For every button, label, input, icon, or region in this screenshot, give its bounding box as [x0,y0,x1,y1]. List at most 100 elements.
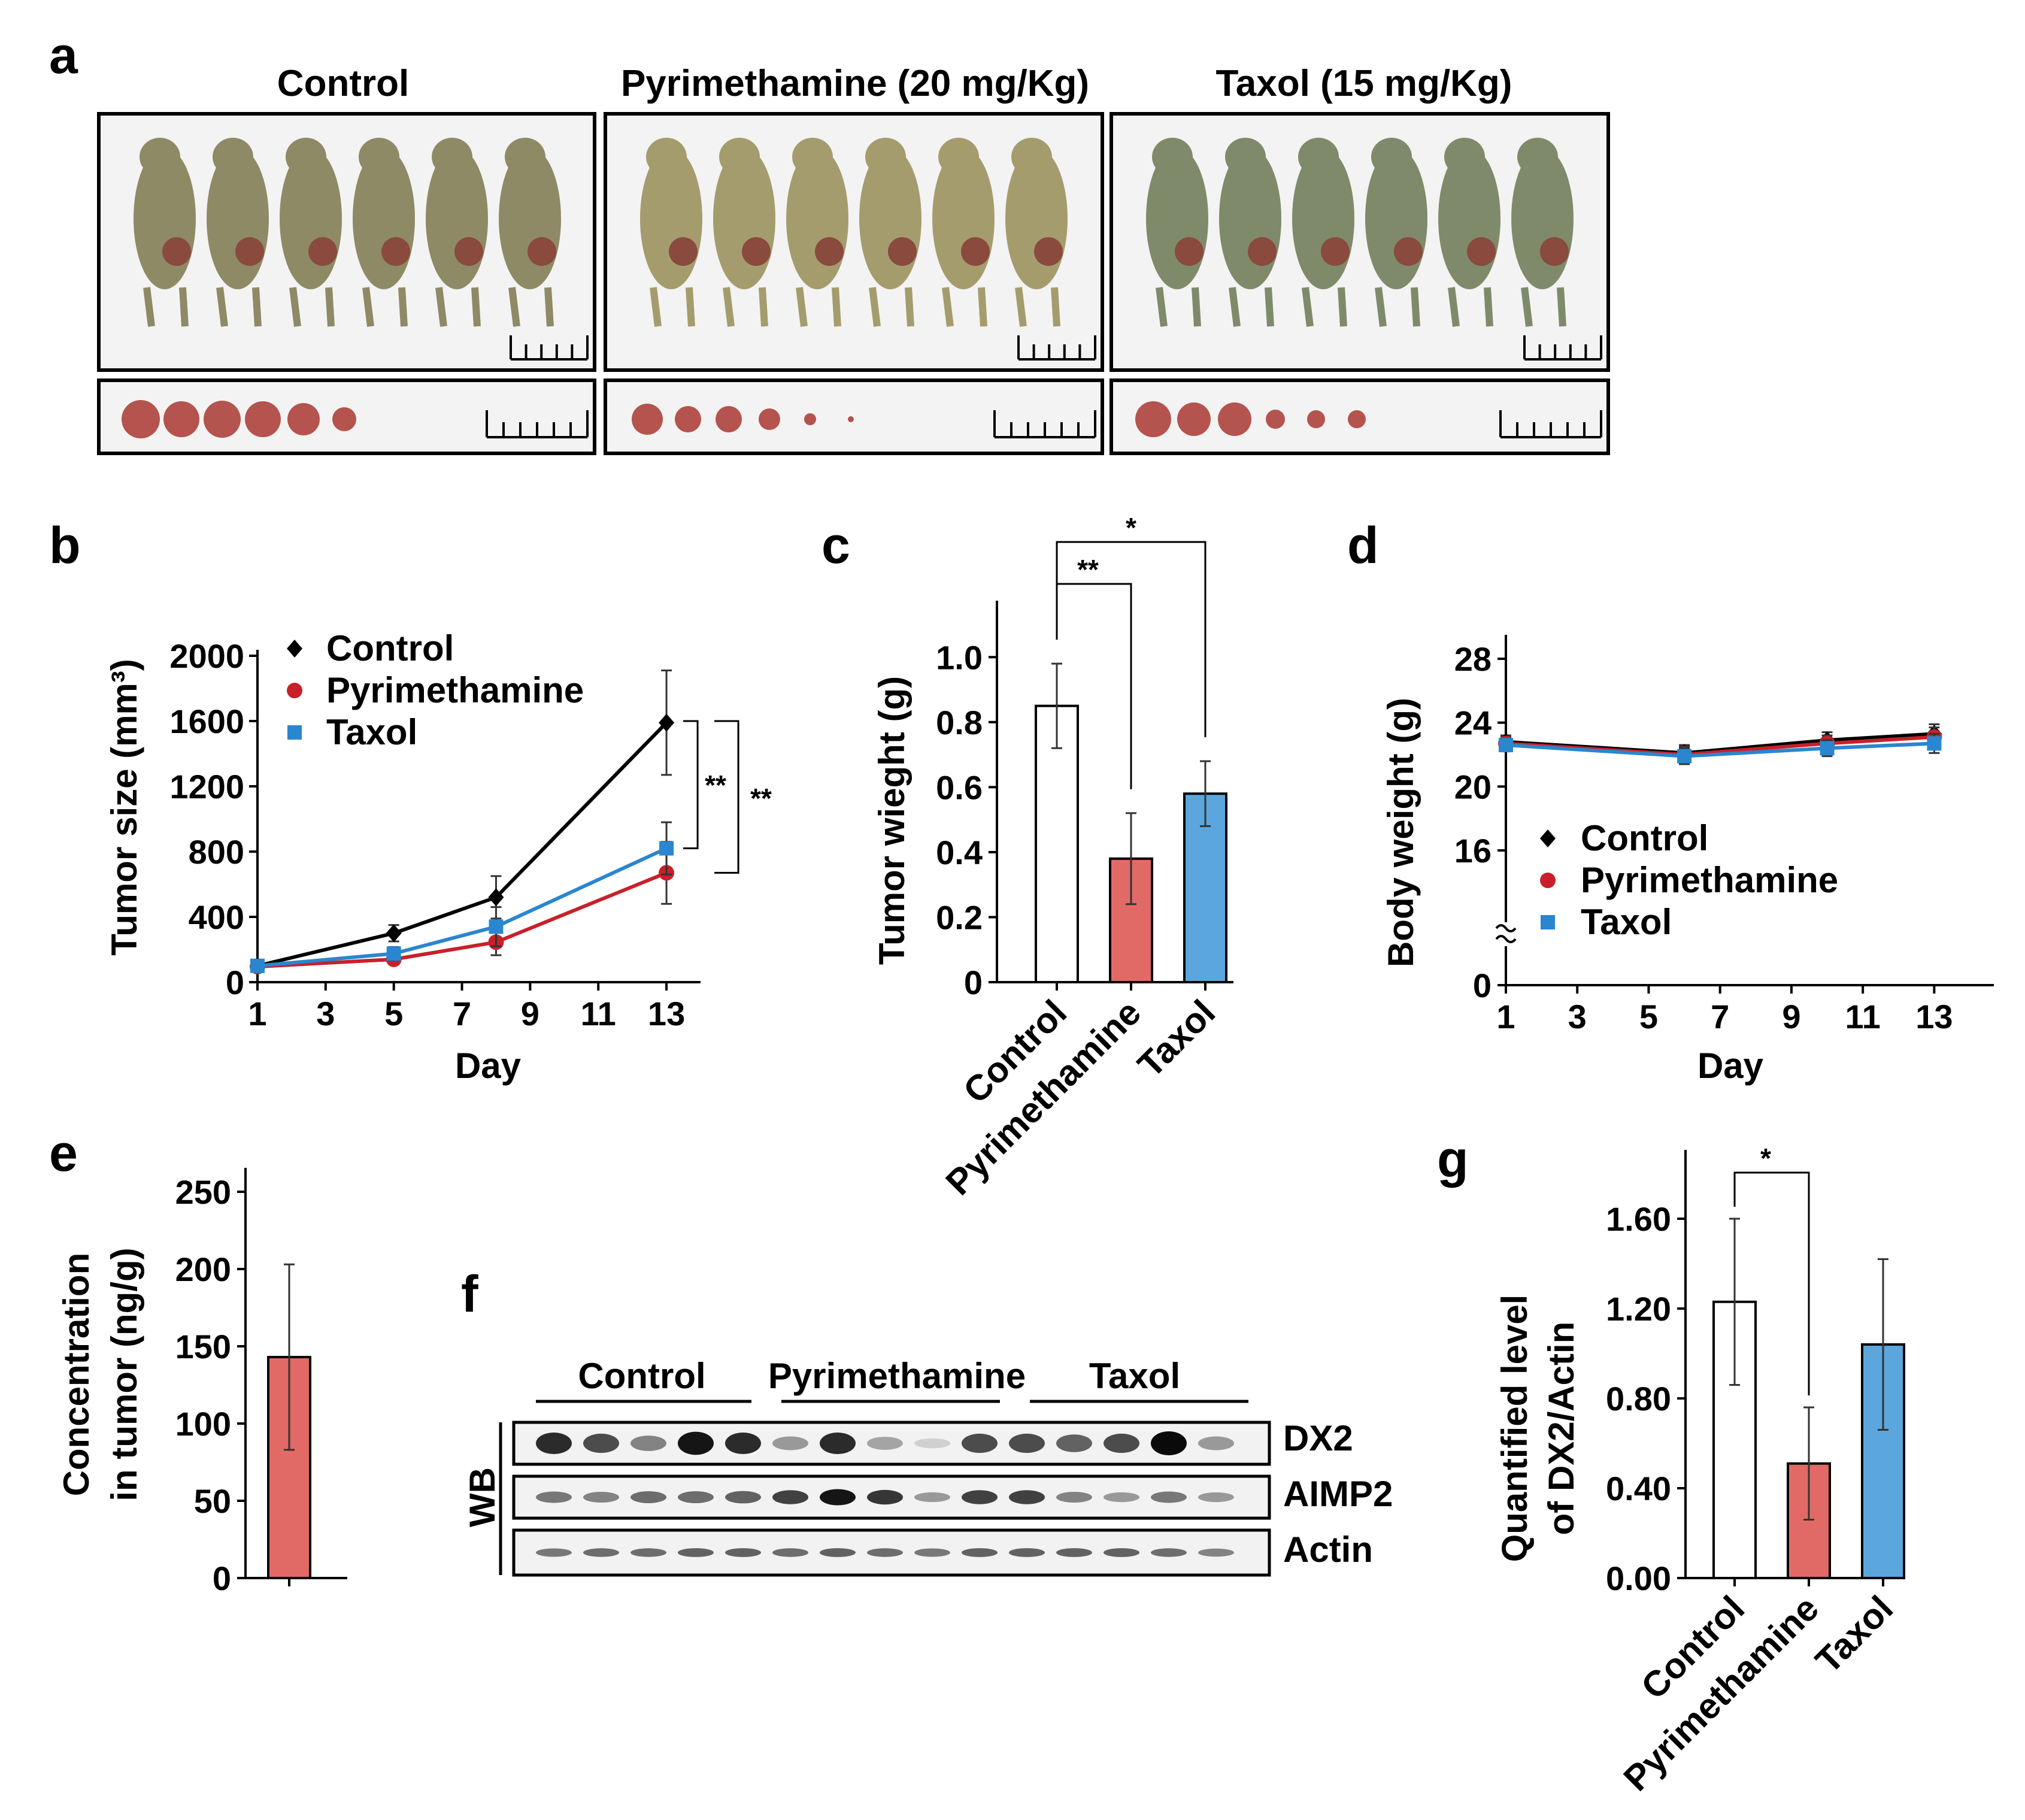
bar-y-tick-label: 1.0 [936,638,983,676]
excised-tumor [848,416,854,422]
panel-b-ylabel: Tumor size (mm³) [104,659,144,956]
d-axis-break-icon [1495,924,1517,943]
bar-y-tick-label: 0 [213,1559,231,1597]
d-x-tick-label: 7 [1711,998,1729,1035]
mouse-head [1011,138,1052,176]
panel-c-tumor-weight-chart: Tumor wieght (g) 00.20.40.60.81.0Control… [872,512,1233,1203]
g-significance-label: * [1760,1143,1771,1174]
b-y-tick-label: 1200 [169,768,244,805]
panel-f-blot-label-aimp2: AIMP2 [1283,1474,1393,1514]
excised-tumor [1307,410,1325,428]
b-y-tick-label: 1600 [169,702,244,740]
f-band [962,1433,998,1453]
mouse-head [1517,138,1558,176]
f-band [867,1548,903,1557]
mouse-legs [1521,287,1566,327]
f-blot-aimp2 [512,1474,1271,1520]
b-significance-label-1: ** [705,770,726,801]
b-x-tick-label: 1 [248,995,266,1032]
d-x-tick-label: 1 [1496,998,1515,1035]
b-legend-marker-pyrimethamine [287,683,302,698]
mouse-tumor [1248,237,1277,266]
mouse-legs [796,287,841,327]
mouse-legs [508,287,554,327]
d-legend-marker-pyrimethamine [1540,873,1556,888]
b-x-tick-label: 9 [521,995,539,1032]
f-band [1056,1491,1092,1503]
bar-y-tick-label: 0.2 [936,898,983,936]
f-band [914,1492,950,1503]
bar-y-tick-label: 150 [175,1328,231,1365]
mouse [1511,138,1574,327]
mouse-legs [362,287,408,327]
excised-tumor [716,406,742,432]
mouse-legs [289,287,335,327]
bar-y-tick-label: 0.00 [1606,1559,1671,1597]
mouse [1005,138,1068,327]
f-band [725,1491,761,1504]
mouse-head [505,138,545,176]
mouse-head [359,138,399,176]
f-band [1104,1548,1139,1557]
c-significance-bracket-2 [1056,541,1206,737]
b-significance-bracket-1 [683,720,699,850]
f-band [583,1433,619,1453]
panel-f-letter: f [461,1265,478,1323]
excised-tumor [1348,410,1366,428]
mouse-tumor [1394,237,1423,266]
f-band [1056,1434,1092,1452]
mouse [640,138,702,327]
c-significance-bracket-1 [1056,583,1132,789]
d-x-tick-label: 9 [1782,998,1800,1035]
bar-error-bar [1126,812,1136,906]
panel-f-group-control: Control [578,1356,705,1396]
b-point-control [659,713,675,732]
bar-y-tick-label: 0.40 [1606,1470,1671,1507]
mouse-legs [216,287,262,327]
panel-g-dx2-quantification-chart: Quantified level of DX2/Actin 0.000.400.… [1495,1143,1905,1798]
b-y-tick-label: 400 [189,898,244,936]
mouse-tumor [1321,237,1350,266]
f-band [867,1437,903,1450]
scale-ruler [993,410,1096,438]
mouse-head [719,138,760,176]
excised-tumor [804,413,816,425]
b-x-tick-label: 7 [453,995,471,1032]
panel-f-group-pyrimethamine: Pyrimethamine [768,1356,1026,1396]
f-band [725,1548,761,1557]
bar-y-tick-label: 1.60 [1606,1200,1671,1238]
panel-g-ylabel-line2: of DX2/Actin [1541,1322,1581,1536]
bar-y-tick-label: 0.4 [936,834,983,871]
bar-y-tick-label: 50 [194,1482,231,1520]
panel-e-ylabel-line1: Concentration [56,1253,96,1497]
mice-photo-1 [604,112,1104,372]
scale-ruler [1017,335,1096,361]
b-x-tick-label: 13 [648,995,685,1032]
f-band [678,1548,714,1557]
b-legend-label-taxol: Taxol [326,712,417,752]
mouse-tumor [381,237,410,266]
bar-y-tick-label: 0.80 [1606,1380,1671,1418]
excised-tumor [332,407,356,431]
scale-ruler [1523,335,1602,361]
panel-c-ylabel: Tumor wieght (g) [872,676,912,965]
mouse-head [865,138,906,176]
f-band [1151,1431,1187,1455]
g-significance-bracket [1733,1171,1810,1395]
mouse [426,138,488,327]
c-significance-label-1: ** [1077,554,1099,585]
d-legend-marker-control [1540,829,1556,847]
bar-y-tick-label: 0.8 [936,704,983,741]
mouse [932,138,995,327]
bar-error-bar [1878,1258,1888,1431]
d-y-tick-label: 0 [1473,967,1492,1004]
mouse-head [1152,138,1193,176]
panel-d-letter: d [1347,517,1379,574]
mouse-tumor [235,237,264,266]
b-point-control [386,924,402,943]
d-legend-label-pyrimethamine: Pyrimethamine [1581,860,1838,900]
mouse-tumor [1034,237,1063,266]
d-y-tick-label: 20 [1454,768,1492,805]
excised-tumor [1218,402,1251,436]
